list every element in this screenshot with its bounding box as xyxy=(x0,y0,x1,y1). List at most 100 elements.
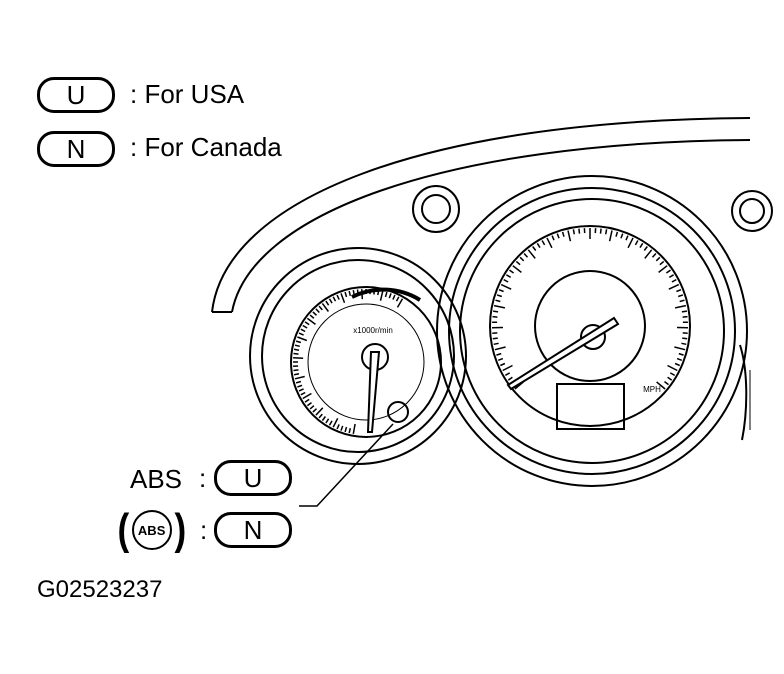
tach-tick xyxy=(332,417,339,428)
speedo-tick xyxy=(678,352,684,356)
speedo-tick xyxy=(669,372,676,377)
speedo-tick xyxy=(536,242,541,248)
speedo-tick xyxy=(502,364,513,372)
speedo-tick xyxy=(671,278,677,283)
speedo-tick xyxy=(615,231,619,237)
tach-tick xyxy=(344,291,348,298)
speedo-tick xyxy=(506,274,512,279)
tach-ticks xyxy=(293,289,404,435)
speedo-tick xyxy=(620,233,624,239)
tach-tick xyxy=(293,352,299,355)
tach-tick xyxy=(309,405,315,410)
speedo-tick xyxy=(519,256,525,262)
speedo-tick xyxy=(492,310,499,313)
speedo-tick xyxy=(493,304,506,309)
speedo-tick xyxy=(509,269,515,274)
speedo-tick xyxy=(655,256,661,262)
tach-tick xyxy=(321,302,330,312)
speedo-bezel-outer xyxy=(436,175,748,487)
speedo-tick xyxy=(674,362,680,367)
tach-tick xyxy=(297,336,308,342)
tach-tick xyxy=(298,332,304,336)
speedo-tick xyxy=(634,240,639,246)
speedo-tick xyxy=(507,376,513,381)
speedo-tick xyxy=(667,376,673,381)
speedo-tick xyxy=(644,249,653,259)
speedo-tick xyxy=(676,289,682,293)
speedo-dial xyxy=(489,225,691,427)
speedo-tick xyxy=(494,346,506,351)
tach-tick xyxy=(379,290,384,301)
figure-id: G02523237 xyxy=(37,576,163,603)
speedo-ticks xyxy=(491,228,689,390)
tach-tick xyxy=(328,298,333,304)
right-gauge-edge xyxy=(739,344,748,441)
abs-symbol-sep: : xyxy=(200,515,208,545)
speedo-tick xyxy=(674,304,687,309)
tach-tick xyxy=(306,401,312,407)
abs-text-label: ABS xyxy=(130,464,183,494)
tach-tick xyxy=(318,413,323,419)
legend-canada-code: N xyxy=(37,131,115,167)
speedo-tick xyxy=(500,283,512,290)
tach-tick xyxy=(373,289,376,295)
speedo-tick xyxy=(665,269,671,274)
right-indicator-inner xyxy=(739,198,765,224)
tach-tick xyxy=(295,340,302,344)
speedo-tick xyxy=(674,346,686,351)
tach-tick xyxy=(295,380,302,384)
tach-tick xyxy=(293,357,304,360)
speedo-tick xyxy=(493,342,499,346)
speedo-tick xyxy=(656,381,666,390)
tach-tick xyxy=(293,348,300,351)
speedo-bezel-inner xyxy=(459,198,725,464)
speedo-tick xyxy=(556,233,560,239)
abs-warning-icon: ABS xyxy=(131,510,172,550)
speedo-tick xyxy=(572,229,576,235)
speedo-tick xyxy=(658,265,668,273)
tach-tick xyxy=(395,296,400,302)
tach-bezel-inner xyxy=(261,259,455,453)
abs-warning-lamp xyxy=(387,401,409,423)
tach-tick xyxy=(377,289,380,296)
speedo-tick xyxy=(625,235,629,241)
tach-tick xyxy=(302,324,308,329)
speedo-tick xyxy=(682,315,688,318)
tach-redline xyxy=(351,287,422,302)
tach-tick xyxy=(348,290,352,296)
speedo-tick xyxy=(496,294,503,298)
tach-tick xyxy=(304,321,310,326)
tach-tick xyxy=(297,384,303,388)
speedo-tick xyxy=(503,278,509,283)
abs-text-sep: : xyxy=(199,463,207,493)
abs-symbol: ( ABS ) xyxy=(116,508,187,552)
speedo-tick xyxy=(561,231,565,237)
speedo-tick xyxy=(676,357,683,362)
speedo-tick xyxy=(495,299,501,303)
speedo-tick xyxy=(498,289,504,293)
tach-tick xyxy=(340,425,344,431)
tach-tick xyxy=(328,420,333,426)
tach-tick xyxy=(336,294,340,300)
speedo-tick xyxy=(668,283,680,290)
abs-leader-line xyxy=(299,423,394,507)
legend-usa-code: U xyxy=(37,77,115,113)
speedo-dial-inner xyxy=(534,270,646,382)
speedo-unit-label: MPH xyxy=(643,385,661,394)
tach-tick xyxy=(352,423,356,435)
tach-tick xyxy=(294,344,300,348)
tach-tick xyxy=(384,291,388,298)
tach-tick xyxy=(352,289,355,296)
tach-tick xyxy=(315,407,324,416)
tach-tick xyxy=(315,308,320,314)
speedo-tick xyxy=(664,381,669,386)
speedo-tick xyxy=(599,228,602,234)
speedo-tick xyxy=(527,249,536,259)
speedo-tick xyxy=(567,230,572,242)
abs-symbol-close-paren: ) xyxy=(174,505,186,554)
tach-tick xyxy=(325,418,330,424)
tach-tick xyxy=(309,314,315,319)
speedo-tick xyxy=(532,246,537,251)
abs-symbol-open-paren: ( xyxy=(117,505,130,554)
